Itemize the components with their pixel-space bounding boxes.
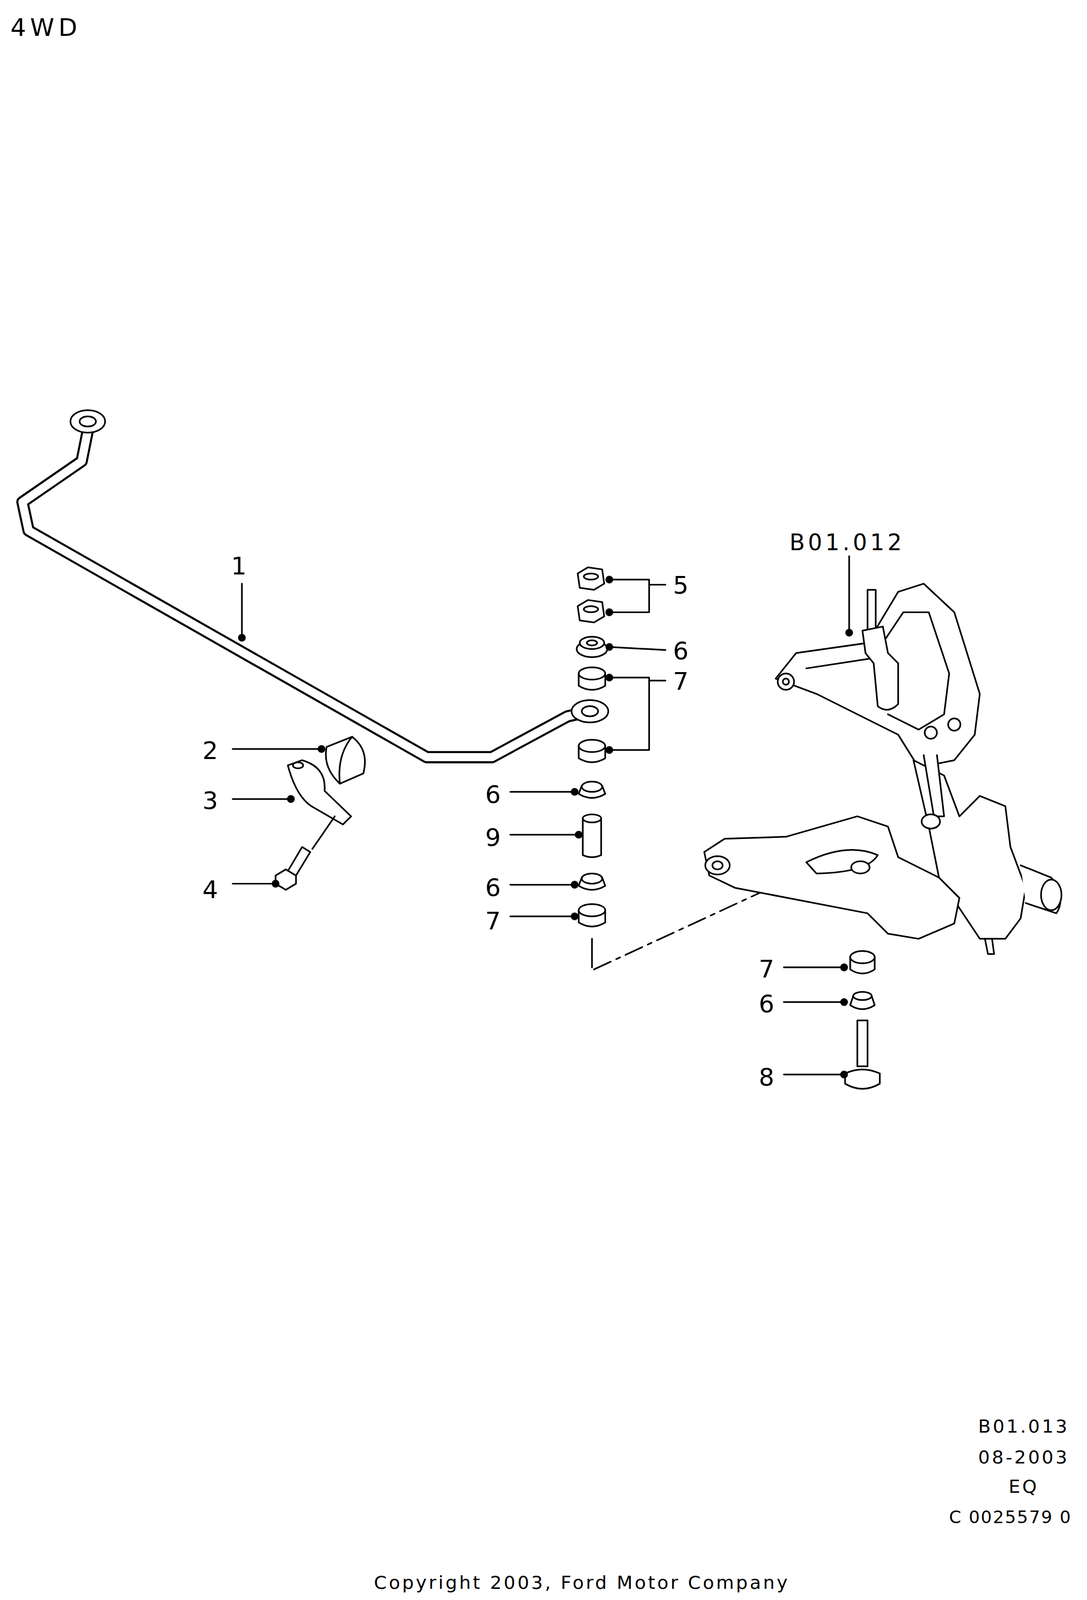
callout-number: 7	[758, 957, 775, 982]
page-heading: 4WD	[10, 15, 82, 40]
reference-code: B01.012	[789, 531, 905, 554]
callout-number: 7	[485, 909, 501, 934]
callout-number: 3	[202, 789, 219, 814]
region-code: EQ	[1008, 1477, 1039, 1497]
catalog-code: C 0025579 0	[948, 1508, 1072, 1527]
callout-number: 6	[672, 638, 689, 664]
callout-number: 6	[485, 783, 501, 808]
callout-number: 9	[485, 825, 501, 850]
figure-code: B01.013	[978, 1417, 1070, 1437]
callout-number: 5	[672, 573, 689, 598]
callout-number: 8	[758, 1065, 775, 1091]
copyright-note: Copyright 2003, Ford Motor Company	[373, 1574, 790, 1593]
callout-number: 6	[485, 875, 501, 900]
callout-number: 2	[202, 738, 219, 764]
callout-number: 6	[758, 991, 775, 1017]
callout-number: 1	[231, 554, 247, 579]
callout-number: 7	[672, 669, 689, 694]
date-code: 08-2003	[978, 1448, 1070, 1467]
callout-number: 4	[202, 877, 219, 902]
